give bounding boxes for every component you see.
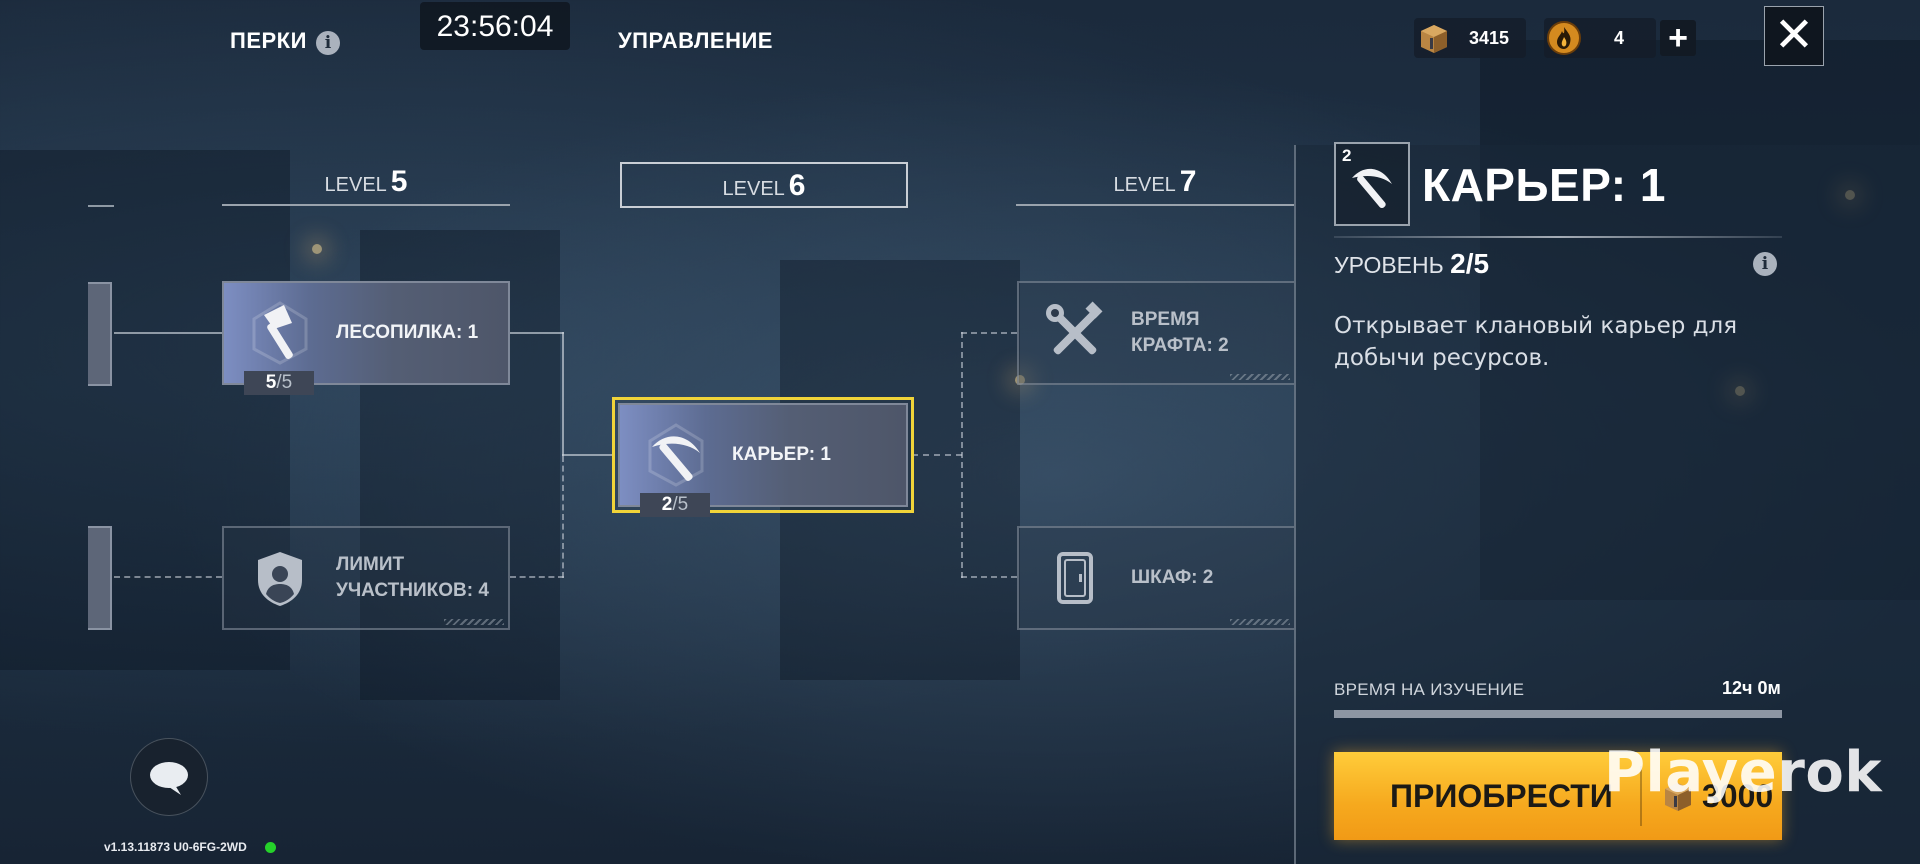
detail-level-label: УРОВЕНЬ <box>1334 252 1444 278</box>
detail-perk-icon: 2 <box>1334 142 1410 226</box>
perk-label: ШКАФ: 2 <box>1131 567 1214 588</box>
connection-status-dot <box>265 842 276 853</box>
research-time-label: ВРЕМЯ НА ИЗУЧЕНИЕ <box>1334 680 1525 699</box>
connector <box>562 332 564 456</box>
perk-detail-panel <box>1294 145 1920 864</box>
tab-management[interactable]: УПРАВЛЕНИЕ <box>618 28 773 53</box>
divider <box>1640 766 1642 826</box>
divider <box>88 205 114 207</box>
perk-card-offscreen[interactable] <box>88 282 112 386</box>
detail-info-icon[interactable]: i <box>1753 252 1777 276</box>
detail-level: УРОВЕНЬ 2/5 <box>1334 248 1489 280</box>
wood-crate-icon <box>1421 25 1447 53</box>
perk-label: ЛИМИТ УЧАСТНИКОВ: 4 <box>336 554 489 601</box>
fire-token-icon <box>1547 21 1581 55</box>
watermark: Playerok <box>1604 740 1883 805</box>
hatch-decoration <box>444 619 504 625</box>
shield-person-icon <box>246 544 314 612</box>
perk-label: КАРЬЕР: 1 <box>732 444 831 465</box>
buy-cost: 3000 <box>1660 752 1773 840</box>
add-currency-button[interactable]: + <box>1660 20 1696 56</box>
perk-progress-value: 2 <box>661 494 673 515</box>
connector-dashed <box>961 576 1017 578</box>
perk-progress-max: 5 <box>281 372 293 393</box>
perk-progress-value: 5 <box>265 372 277 393</box>
clock: 23:56:04 <box>420 2 570 50</box>
perk-card-quarry[interactable]: КАРЬЕР: 1 2/5 <box>612 397 914 517</box>
level-prefix: LEVEL <box>722 178 785 200</box>
perk-label: ЛЕСОПИЛКА: 1 <box>336 322 479 343</box>
level-number: 5 <box>390 165 408 198</box>
wood-resource: 3415 <box>1414 18 1526 58</box>
research-time-value: 12ч 0м <box>1722 678 1781 698</box>
level-prefix: LEVEL <box>324 174 387 196</box>
connector-dashed <box>114 576 222 578</box>
close-button[interactable]: ✕ <box>1764 6 1824 66</box>
detail-icon-badge: 2 <box>1342 146 1352 165</box>
research-time-bar <box>1334 710 1782 718</box>
divider <box>1334 236 1782 238</box>
pickaxe-icon <box>642 421 710 489</box>
perk-progress-max: 5 <box>677 494 689 515</box>
axe-icon <box>246 299 314 367</box>
connector <box>562 454 614 456</box>
chat-bubble-icon <box>150 762 188 795</box>
level-number: 7 <box>1179 165 1197 198</box>
detail-description: Открывает клановый карьер для добычи рес… <box>1334 313 1738 371</box>
perk-card-offscreen[interactable] <box>88 526 112 630</box>
chat-button[interactable] <box>130 738 208 816</box>
token-resource: 4 <box>1544 18 1656 58</box>
connector-dashed <box>562 456 564 578</box>
hatch-decoration <box>1230 374 1290 380</box>
buy-button[interactable]: ПРИОБРЕСТИ 3000 <box>1334 752 1782 840</box>
token-amount: 4 <box>1613 27 1624 48</box>
buy-cost-value: 3000 <box>1702 777 1774 814</box>
perk-card-wardrobe[interactable]: ШКАФ: 2 <box>1017 526 1294 630</box>
wood-crate-icon <box>1665 783 1691 811</box>
connector-dashed <box>912 454 962 456</box>
detail-level-value: 2/5 <box>1450 248 1490 279</box>
cabinet-icon <box>1041 544 1109 612</box>
tab-perks[interactable]: ПЕРКИ <box>230 28 307 53</box>
perk-label: ВРЕМЯ КРАФТА: 2 <box>1131 309 1229 356</box>
perk-card-sawmill[interactable]: ЛЕСОПИЛКА: 1 5/5 <box>222 281 510 395</box>
connector <box>510 332 564 334</box>
hatch-decoration <box>1230 619 1290 625</box>
wood-amount: 3415 <box>1468 27 1510 48</box>
version-text: v1.13.11873 U0-6FG-2WD <box>104 840 247 854</box>
perk-progress-badge: 2/5 <box>640 493 710 517</box>
detail-title: КАРЬЕР: 1 <box>1422 159 1666 211</box>
perk-card-craft-time[interactable]: ВРЕМЯ КРАФТА: 2 <box>1017 281 1294 385</box>
level-number: 6 <box>788 169 806 202</box>
perks-info-icon[interactable]: i <box>316 31 340 55</box>
connector-dashed <box>961 332 1017 334</box>
connector-dashed <box>961 332 963 578</box>
connector <box>114 332 222 334</box>
tools-icon <box>1041 299 1109 367</box>
pickaxe-icon <box>1352 168 1392 209</box>
buy-button-label: ПРИОБРЕСТИ <box>1390 778 1613 814</box>
level-prefix: LEVEL <box>1113 174 1176 196</box>
perk-progress-badge: 5/5 <box>244 371 314 395</box>
perk-card-member-limit[interactable]: ЛИМИТ УЧАСТНИКОВ: 4 <box>222 526 510 630</box>
connector-dashed <box>510 576 564 578</box>
